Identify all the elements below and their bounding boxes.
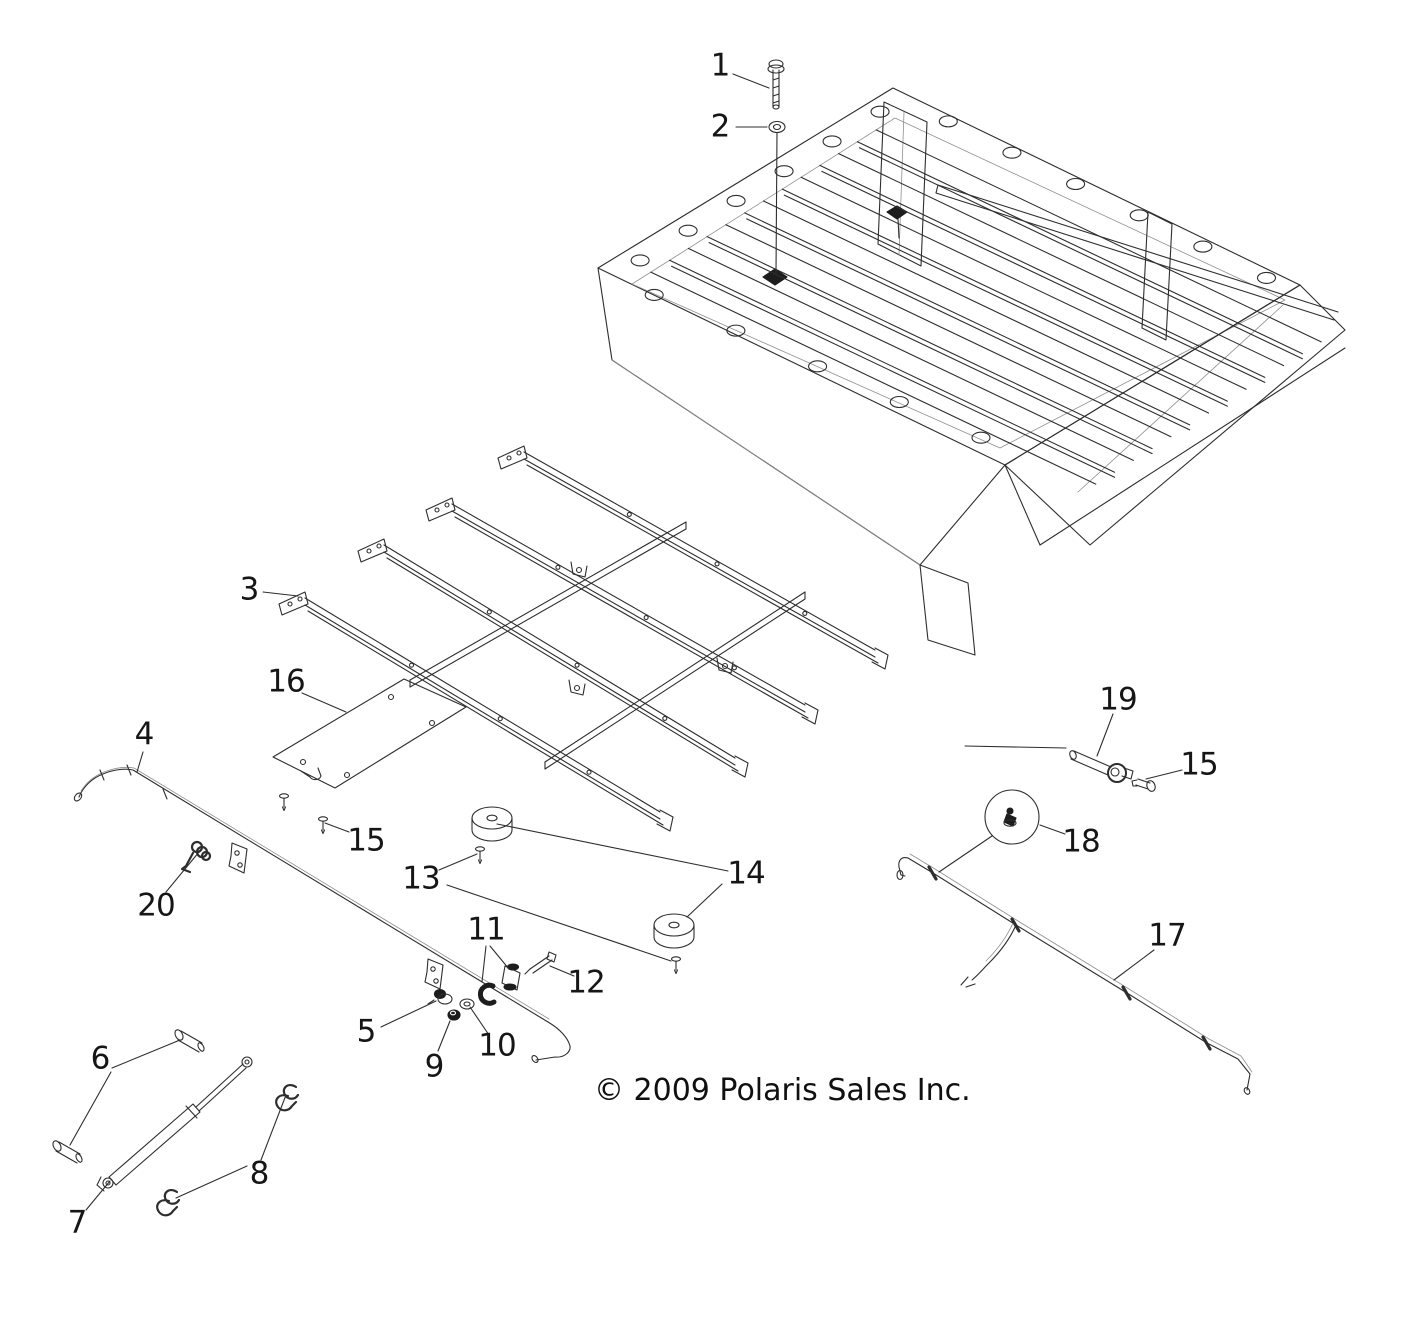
callout-12: 12	[567, 964, 605, 1001]
callout-15: 15	[347, 822, 385, 859]
hook-clip-8	[275, 1084, 300, 1112]
clamp-11	[501, 963, 521, 991]
callout-8: 8	[249, 1155, 270, 1192]
pivot-rod-4	[73, 764, 571, 1064]
callout-11: 11	[467, 911, 505, 948]
bed-cross-bar	[935, 184, 1339, 321]
callout-4: 4	[134, 716, 155, 753]
callout-19: 19	[1099, 681, 1137, 718]
pin-12	[524, 951, 557, 975]
rod-bracket	[424, 958, 444, 990]
latch-rod-17	[896, 853, 1253, 1095]
callout-1: 1	[710, 47, 731, 84]
callout-14: 14	[727, 855, 765, 892]
callout-20: 20	[137, 887, 175, 924]
callout-16: 16	[267, 663, 305, 700]
callout-5: 5	[356, 1013, 377, 1050]
callout-17: 17	[1148, 917, 1186, 954]
copyright-text: © 2009 Polaris Sales Inc.	[594, 1073, 971, 1108]
bumper-puck-14	[653, 913, 695, 949]
callout-9: 9	[424, 1048, 445, 1085]
washer-part-2	[768, 120, 786, 134]
rim-holes	[630, 105, 1277, 444]
screw-13	[670, 956, 682, 975]
detail-circle-18	[984, 789, 1040, 845]
callout-2: 2	[710, 108, 731, 145]
callout-15-2: 15	[1180, 746, 1218, 783]
gas-spring-7	[96, 1056, 253, 1192]
callout-18: 18	[1062, 823, 1100, 860]
bolt-15	[1131, 778, 1156, 792]
nut-9	[447, 1009, 461, 1021]
callout-leader-lines	[69, 73, 1183, 1211]
bed-mount-pad	[886, 205, 908, 220]
bolt-part-1	[767, 59, 785, 110]
screw-15	[317, 816, 329, 835]
bushing-11	[477, 982, 497, 1006]
latch-pin-19	[1069, 750, 1134, 783]
clevis-pin-6	[52, 1140, 83, 1164]
callout-7: 7	[67, 1204, 88, 1241]
callout-3: 3	[239, 571, 260, 608]
hook-clip-8	[156, 1189, 181, 1217]
bumper-puck-14	[471, 806, 513, 842]
callout-13: 13	[402, 860, 440, 897]
spring-clip-20	[180, 840, 212, 874]
bed-mount-pad	[762, 268, 788, 286]
washer-10	[459, 998, 475, 1010]
cargo-box-drawing	[597, 87, 1346, 656]
screw-13	[474, 846, 486, 865]
screw-15	[278, 793, 290, 812]
callout-10: 10	[478, 1027, 516, 1064]
skid-panel-16	[272, 678, 467, 789]
bed-frame-drawing	[278, 445, 889, 832]
rod-bracket	[228, 842, 248, 874]
bed-floor-slats	[650, 129, 1322, 485]
bolt-5	[427, 988, 453, 1005]
callout-6: 6	[90, 1040, 111, 1077]
clevis-pin-6	[174, 1029, 205, 1053]
